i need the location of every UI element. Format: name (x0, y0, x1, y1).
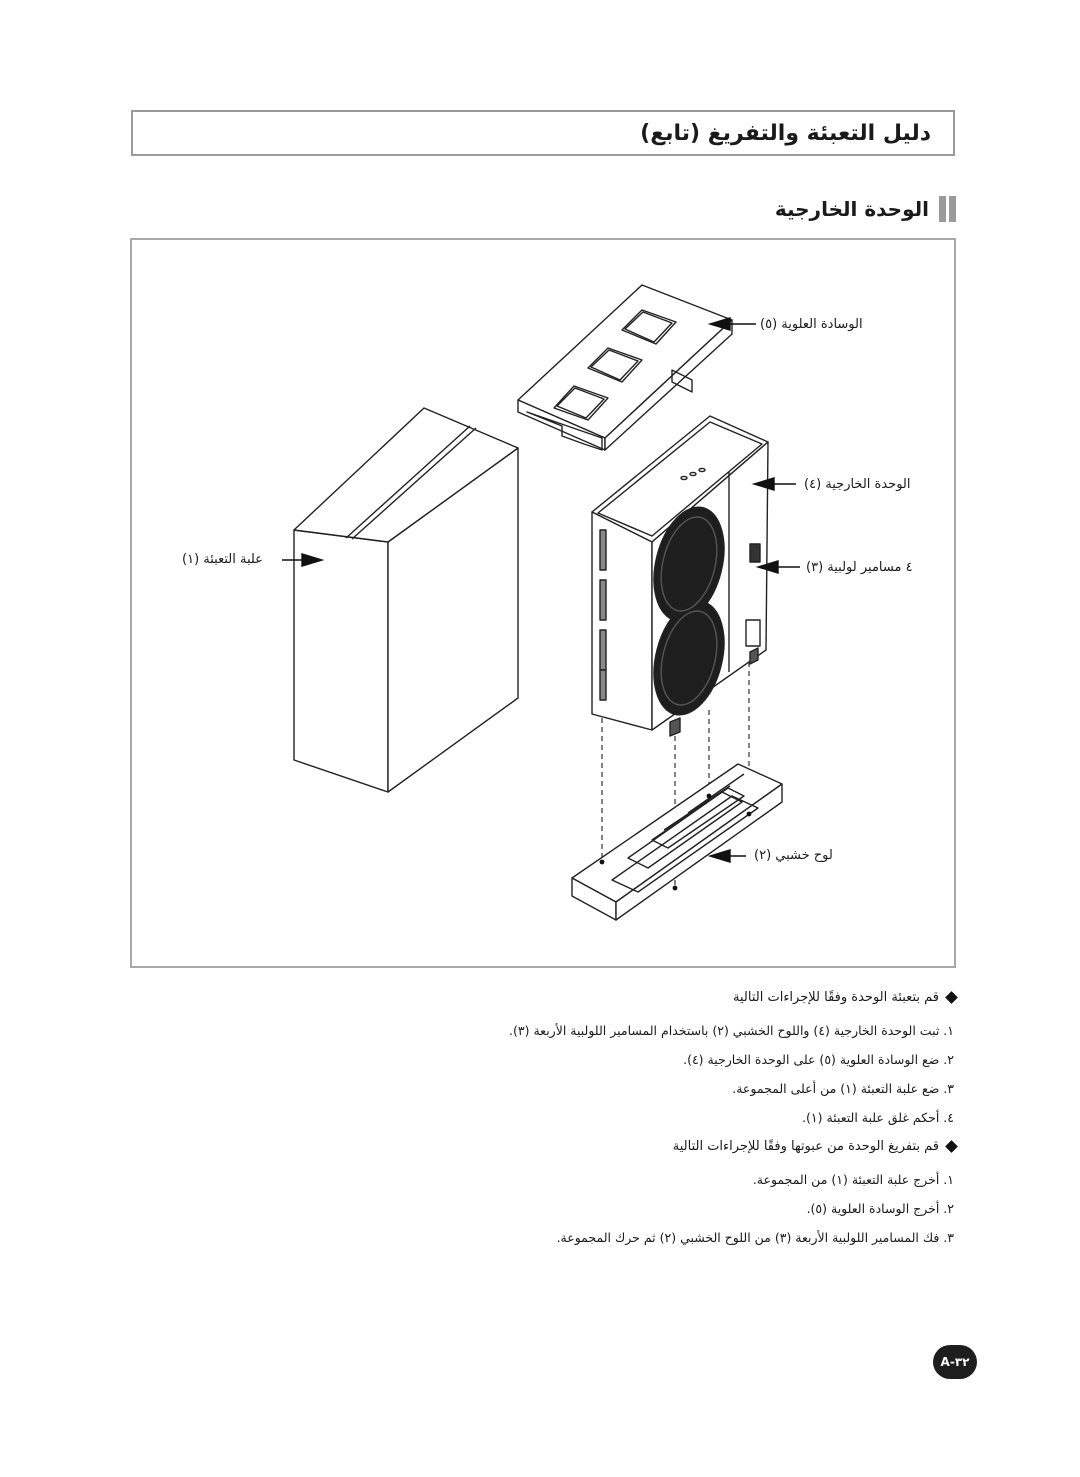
packing-instructions: قم بتعبئة الوحدة وفقًا للإجراءات التالية… (116, 990, 958, 1125)
diamond-bullet-icon (945, 991, 958, 1004)
label-outdoor-unit: الوحدة الخارجية (٤) (804, 477, 911, 492)
section-heading: الوحدة الخارجية (775, 196, 956, 222)
unpacking-instructions: قم بتفريغ الوحدة من عبوتها وفقًا للإجراء… (116, 1139, 958, 1245)
packing-diagram: الوسادة العلوية (٥) الوحدة الخارجية (٤) … (130, 238, 956, 968)
packing-step: ٣. ضع علبة التعبئة (١) من أعلى المجموعة. (732, 1081, 954, 1096)
unpacking-heading-text: قم بتفريغ الوحدة من عبوتها وفقًا للإجراء… (672, 1139, 939, 1154)
label-wooden-pallet: لوح خشبي (٢) (754, 848, 833, 863)
page-number-badge: A-٣٢ (933, 1345, 977, 1379)
leader-arrows (282, 317, 800, 863)
label-packing-box: علبة التعبئة (١) (182, 552, 263, 567)
packing-heading-text: قم بتعبئة الوحدة وفقًا للإجراءات التالية (733, 990, 939, 1005)
packing-step: ١. ثبت الوحدة الخارجية (٤) واللوح الخشبي… (509, 1023, 954, 1038)
packing-step: ٢. ضع الوسادة العلوية (٥) على الوحدة الخ… (683, 1052, 954, 1067)
section-title: الوحدة الخارجية (774, 197, 929, 221)
unpacking-step: ٢. أخرج الوسادة العلوية (٥). (806, 1201, 954, 1216)
instructions: قم بتعبئة الوحدة وفقًا للإجراءات التالية… (116, 990, 958, 1259)
label-upper-cushion: الوسادة العلوية (٥) (760, 317, 863, 332)
wooden-pallet-drawing (571, 763, 783, 921)
label-bolts: ٤ مسامير لولبية (٣) (806, 560, 913, 575)
packing-step: ٤. أحكم غلق علبة التعبئة (١). (802, 1110, 954, 1125)
outdoor-unit-drawing (591, 415, 769, 737)
page-number: A-٣٢ (940, 1355, 970, 1369)
diamond-bullet-icon (945, 1140, 958, 1153)
packing-heading: قم بتعبئة الوحدة وفقًا للإجراءات التالية (116, 990, 958, 1005)
packing-box-drawing (293, 407, 519, 793)
unpacking-step: ١. أخرج علبة التعبئة (١) من المجموعة. (752, 1172, 954, 1187)
title-box: دليل التعبئة والتفريغ (تابع) (131, 110, 955, 156)
upper-cushion-drawing (517, 284, 733, 451)
section-marker-icon (939, 196, 956, 222)
diagram-illustration (282, 284, 800, 921)
page-title: دليل التعبئة والتفريغ (تابع) (640, 120, 931, 146)
unpacking-step: ٣. فك المسامير اللولبية الأربعة (٣) من ا… (556, 1230, 954, 1245)
unpacking-heading: قم بتفريغ الوحدة من عبوتها وفقًا للإجراء… (116, 1139, 958, 1154)
